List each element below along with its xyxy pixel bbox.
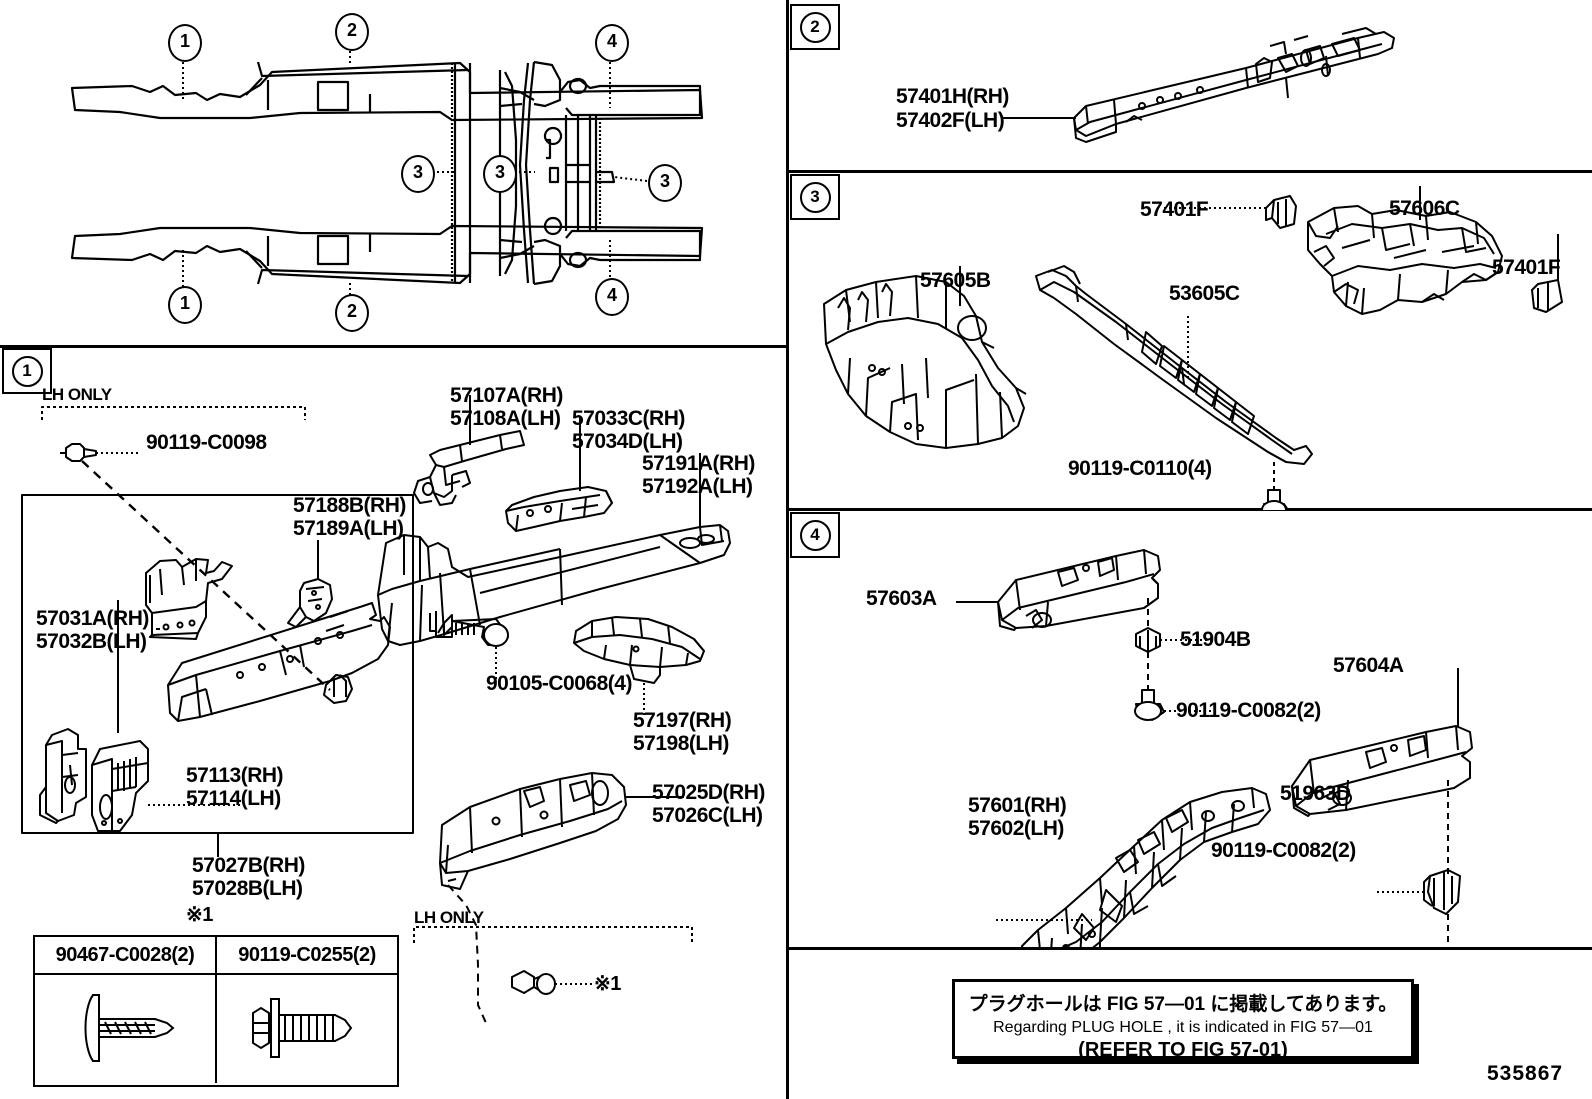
flange-bolt-icon [217,975,397,1083]
label-57401H-RH: 57401H(RH) [896,85,1009,108]
label-57034D-LH: 57034D(LH) [572,430,683,453]
label-57114-LH: 57114(LH) [186,787,281,810]
fastener-header-90119-C0255: 90119-C0255(2) [238,943,376,966]
label-51963D: 51963D [1280,782,1351,805]
label-57108A-LH: 57108A(LH) [450,407,561,430]
label-57197-RH: 57197(RH) [633,709,732,732]
overview-callout-1-top: 1 [168,24,202,62]
label-57198-LH: 57198(LH) [633,732,729,755]
label-90119-C0082-lower: 90119-C0082(2) [1211,839,1356,862]
divider-panel4-top [786,508,1592,511]
label-57401F-left: 57401F [1140,198,1209,221]
label-90119-C0082-upper: 90119-C0082(2) [1176,699,1321,722]
label-57603A: 57603A [866,587,937,610]
footer-note-reference: (REFER TO FIG 57-01) [1078,1039,1288,1061]
label-57031A-RH: 57031A(RH) [36,607,149,630]
section-badge-2-label: 2 [799,11,831,43]
label-90105-C0068: 90105-C0068(4) [486,672,632,695]
section-badge-1-label: 1 [11,355,43,387]
overview-callout-3-left: 3 [401,155,435,193]
star-ref-table-label: ※1 [186,904,213,926]
overview-callout-2-top: 2 [335,13,369,51]
fastener-table: 90467-C0028(2) 90119-C0255(2) [33,935,399,1087]
fastener-table-header-row: 90467-C0028(2) 90119-C0255(2) [35,937,397,973]
label-57402F-LH: 57402F(LH) [896,109,1005,132]
label-57602-LH: 57602(LH) [968,817,1064,840]
label-57601-RH: 57601(RH) [968,794,1067,817]
overview-callout-3-right: 3 [648,164,682,202]
label-57191A-RH: 57191A(RH) [642,452,755,475]
label-90119-C0098: 90119-C0098 [146,431,267,454]
section-badge-3-label: 3 [799,181,831,213]
label-51904B: 51904B [1180,628,1251,651]
label-57113-RH: 57113(RH) [186,764,284,787]
label-57605B: 57605B [920,269,991,292]
label-57107A-RH: 57107A(RH) [450,384,563,407]
panel1-lh-only-bottom-label: LH ONLY [414,908,484,927]
overview-callout-2-bottom: 2 [335,294,369,332]
label-57032B-LH: 57032B(LH) [36,630,147,653]
star-ref-bolt-label: ※1 [594,973,621,995]
label-57192A-LH: 57192A(LH) [642,475,753,498]
section-badge-2: 2 [790,4,840,50]
panel1-drawing [21,395,731,1024]
footer-note-japanese: プラグホールは FIG 57—01 に掲載してあります。 [968,994,1398,1015]
divider-panel3-top [786,170,1592,173]
label-57188B-RH: 57188B(RH) [293,494,406,517]
section-badge-1: 1 [2,348,52,394]
label-57189A-LH: 57189A(LH) [293,517,404,540]
footer-note-english: Regarding PLUG HOLE , it is indicated in… [993,1019,1373,1036]
section-badge-3: 3 [790,174,840,220]
divider-vertical-main [786,0,789,1099]
panel1-lh-only-top-label: LH ONLY [42,385,112,404]
label-57401F-right: 57401F [1492,256,1561,279]
overview-callout-1-bottom: 1 [168,286,202,324]
fastener-header-90467-C0028: 90467-C0028(2) [35,937,217,973]
label-57026C-LH: 57026C(LH) [652,804,763,827]
footer-note: プラグホールは FIG 57—01 に掲載してあります。 Regarding P… [952,979,1414,1061]
label-53605C: 53605C [1169,282,1240,305]
drawing-number: 535867 [1487,1062,1564,1085]
overview-callout-3-mid: 3 [483,155,517,193]
divider-panel1-top [0,345,786,348]
label-90119-C0110: 90119-C0110(4) [1068,457,1212,480]
label-57025D-RH: 57025D(RH) [652,781,765,804]
divider-footer-top [786,947,1592,950]
panel3-drawing [823,186,1563,510]
push-clip-icon [35,975,217,1083]
section-badge-4: 4 [790,512,840,558]
panel2-drawing [1002,27,1395,143]
overview-callout-4-top: 4 [595,24,629,62]
label-57606C: 57606C [1389,197,1460,220]
fastener-table-image-row [35,973,397,1083]
label-57027B-RH: 57027B(RH) [192,854,305,877]
label-57033C-RH: 57033C(RH) [572,407,685,430]
panel4-drawing [956,549,1473,947]
overview-callout-4-bottom: 4 [595,278,629,316]
label-57604A: 57604A [1333,654,1404,677]
label-57028B-LH: 57028B(LH) [192,877,303,900]
section-badge-4-label: 4 [799,519,831,551]
overview-assembly-drawing [70,46,704,295]
